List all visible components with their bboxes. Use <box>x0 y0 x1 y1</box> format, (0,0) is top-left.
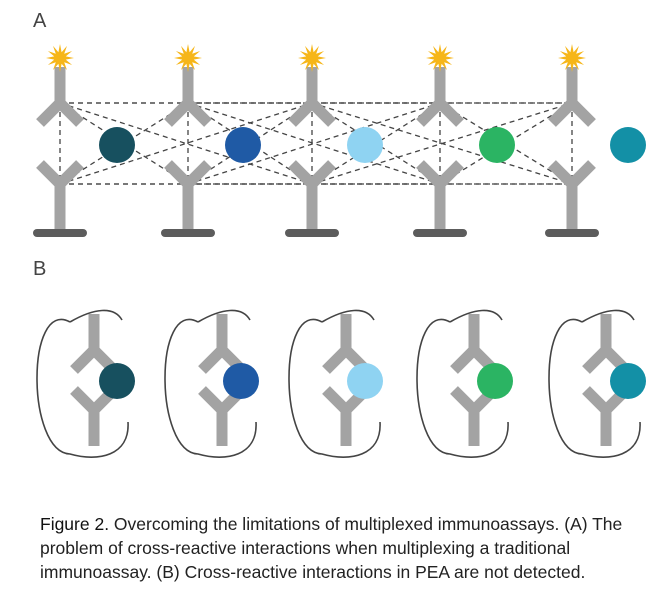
pea-lower-antibody <box>70 386 118 446</box>
panel-b-label: B <box>33 258 47 280</box>
figure-number: Figure 2. <box>40 514 110 534</box>
interaction-dashed-line <box>187 102 441 185</box>
star-label-icon <box>174 44 202 72</box>
oligo-loop-line <box>321 309 375 323</box>
pea-lower-antibody <box>450 386 498 446</box>
oligo-loop-line <box>581 309 635 323</box>
pea-upper-antibody <box>450 314 498 374</box>
oligo-loop-line <box>164 318 257 458</box>
detection-antibody <box>548 67 596 127</box>
star-label-icon <box>298 44 326 72</box>
interaction-dashed-line <box>59 102 313 185</box>
assay-column <box>33 44 135 237</box>
detection-antibody <box>416 67 464 127</box>
antigen-circle <box>610 363 646 399</box>
pea-upper-antibody <box>70 314 118 374</box>
pea-pair <box>36 309 135 458</box>
interaction-dashed-line <box>439 102 573 185</box>
antigen-circle <box>477 363 513 399</box>
pea-lower-antibody <box>582 386 630 446</box>
interaction-dashed-line <box>187 102 441 185</box>
figure-illustration <box>33 44 646 458</box>
capture-surface <box>545 229 599 237</box>
interaction-dashed-line <box>439 102 573 185</box>
antigen-circle <box>225 127 261 163</box>
detection-antibody <box>164 67 212 127</box>
oligo-loop-line <box>197 309 251 323</box>
oligo-loop-line <box>288 318 381 458</box>
oligo-loop-line <box>548 318 641 458</box>
panel-a-label: A <box>33 10 47 32</box>
pea-pair <box>164 309 259 458</box>
figure-caption: Figure 2. Overcoming the limitations of … <box>40 512 640 584</box>
antigen-circle <box>99 363 135 399</box>
detection-antibody <box>288 67 336 127</box>
interaction-dashed-line <box>311 102 573 185</box>
pea-pair <box>288 309 383 458</box>
pea-upper-antibody <box>322 314 370 374</box>
caption-text: Overcoming the limitations of multiplexe… <box>40 514 623 582</box>
oligo-loop-line <box>449 309 503 323</box>
capture-surface <box>285 229 339 237</box>
oligo-loop-line <box>36 318 129 458</box>
interaction-dashed-line <box>59 102 313 185</box>
assay-column <box>285 44 383 237</box>
capture-surface <box>413 229 467 237</box>
antigen-circle <box>99 127 135 163</box>
pea-lower-antibody <box>198 386 246 446</box>
capture-surface <box>161 229 215 237</box>
panel-a-traditional-immunoassay <box>33 44 646 237</box>
antigen-circle <box>347 363 383 399</box>
oligo-loop-line <box>416 318 509 458</box>
star-label-icon <box>426 44 454 72</box>
assay-column <box>413 44 515 237</box>
pea-pair <box>416 309 513 458</box>
pea-lower-antibody <box>322 386 370 446</box>
pea-pair <box>548 309 646 458</box>
antigen-circle <box>347 127 383 163</box>
pea-upper-antibody <box>198 314 246 374</box>
assay-column <box>545 44 646 237</box>
star-label-icon <box>46 44 74 72</box>
antigen-circle <box>479 127 515 163</box>
antigen-circle <box>223 363 259 399</box>
star-label-icon <box>558 44 586 72</box>
pea-upper-antibody <box>582 314 630 374</box>
assay-column <box>161 44 261 237</box>
capture-surface <box>33 229 87 237</box>
oligo-loop-line <box>69 309 123 323</box>
antigen-circle <box>610 127 646 163</box>
panel-b-pea-assay <box>36 309 646 458</box>
detection-antibody <box>36 67 84 127</box>
